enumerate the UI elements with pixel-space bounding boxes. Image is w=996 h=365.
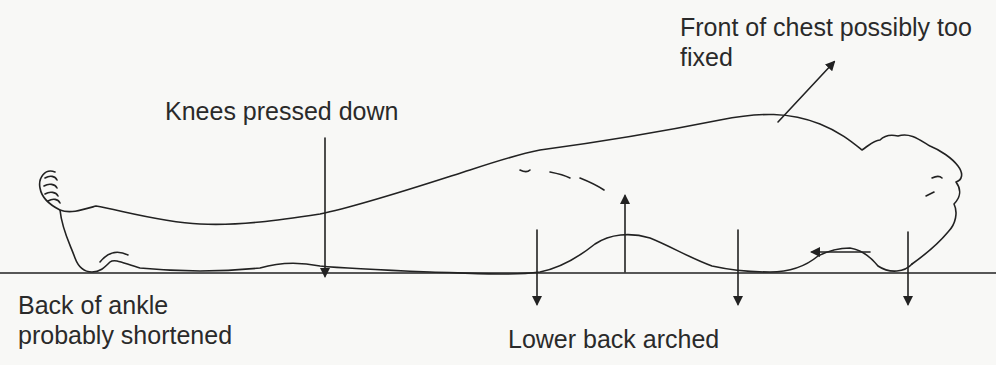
ankle-note: Back of ankle probably shortened — [18, 290, 268, 350]
knee-note: Knees pressed down — [165, 96, 465, 126]
back-note: Lower back arched — [508, 324, 808, 354]
chest-note: Front of chest possibly too fixed — [680, 12, 985, 72]
